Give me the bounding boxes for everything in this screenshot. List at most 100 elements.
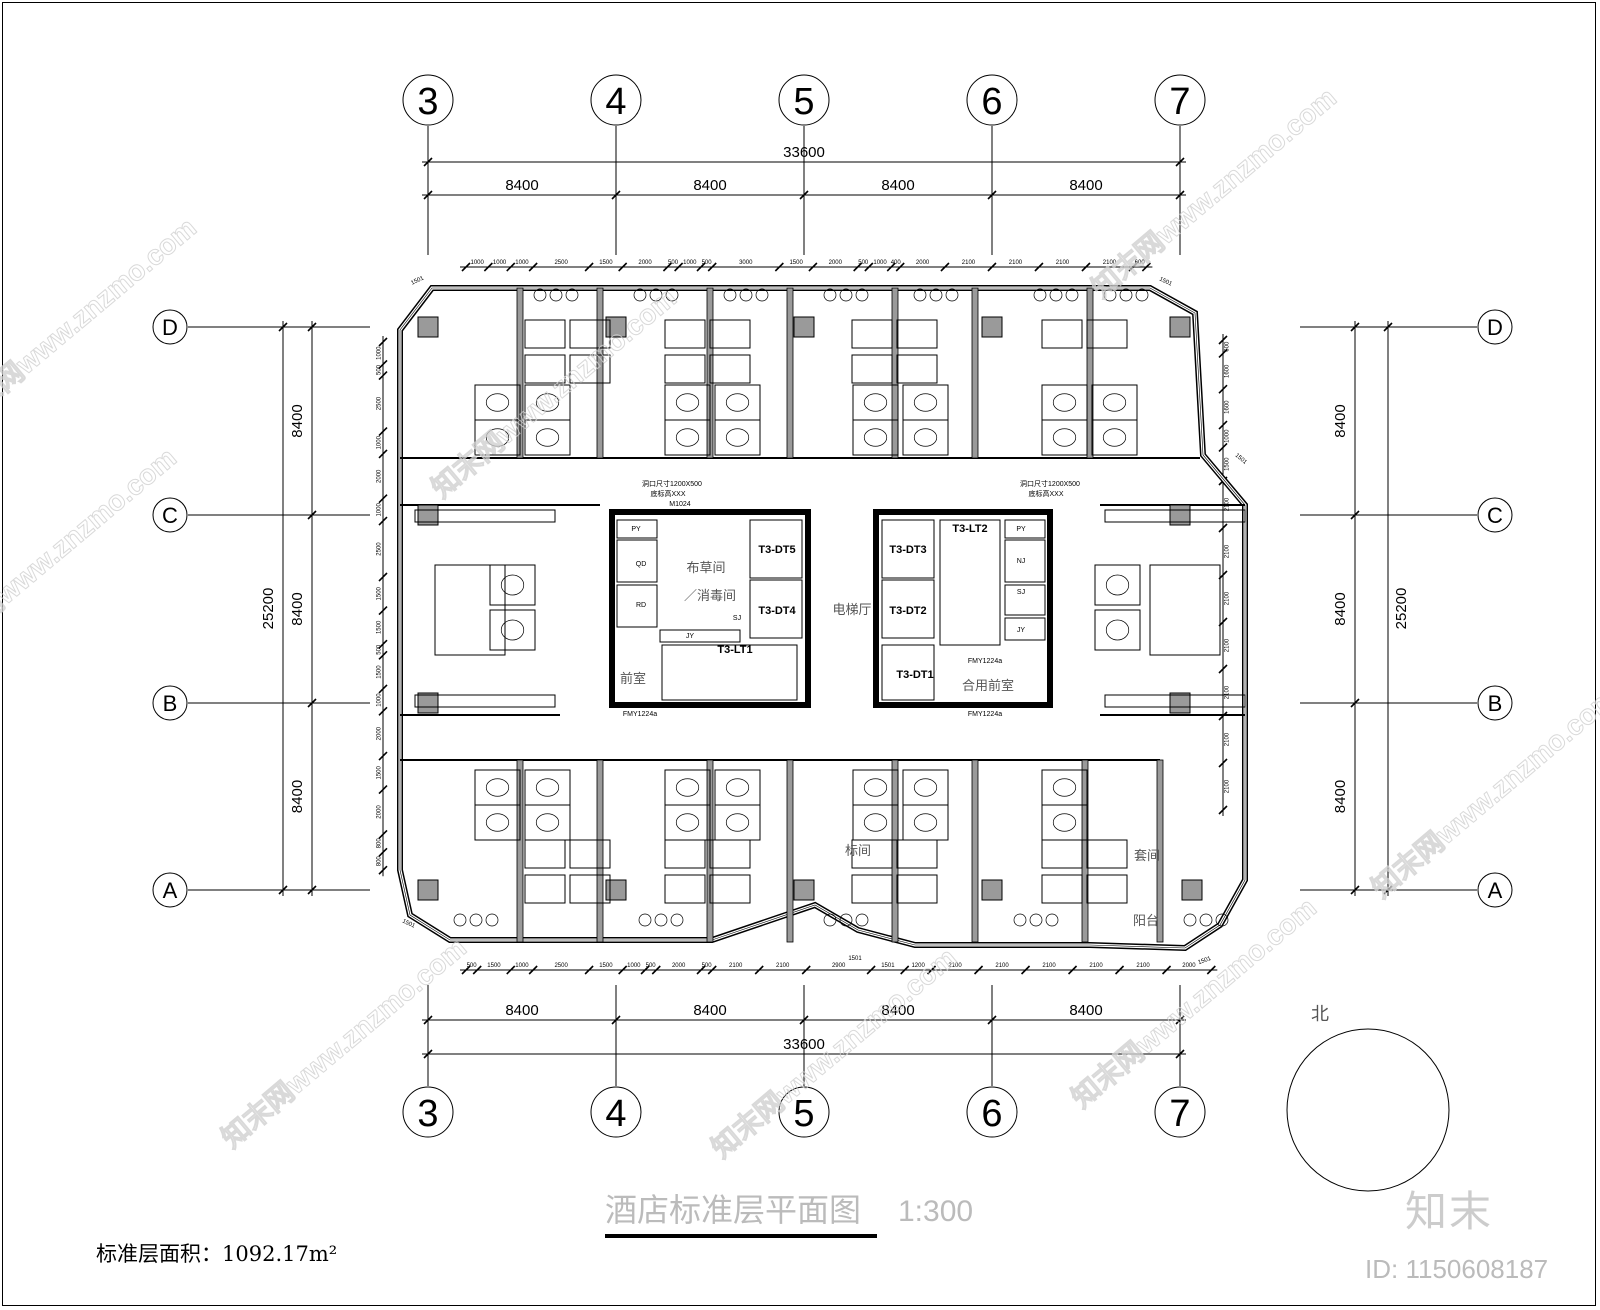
dimension-label: 2100: [1042, 963, 1056, 969]
core-label-lt1: T3-LT1: [717, 644, 752, 656]
chair-icon: [823, 913, 837, 927]
dim-tick: [1350, 698, 1360, 708]
door-tag: FMY1224a: [968, 711, 1002, 718]
dim-tick: [483, 262, 493, 272]
bathroom: [474, 769, 521, 806]
dim-tick: [640, 965, 650, 975]
dim-tick: [662, 262, 672, 272]
corner-dimension: 1501: [401, 919, 416, 930]
bed: [896, 874, 938, 904]
dim-tick: [307, 322, 317, 332]
chair-icon: [1199, 913, 1213, 927]
dim-tick: [674, 262, 684, 272]
dimension-label: 8400: [289, 404, 306, 437]
room-label-front_room: 前室: [620, 671, 646, 687]
chair-icon: [654, 913, 668, 927]
watermark: 知末网www.znzmo.com: [425, 281, 682, 504]
toilet-icon: [675, 393, 700, 412]
grid-bubble-7: [1154, 1086, 1206, 1138]
shaft-qd: [616, 539, 658, 583]
bed: [851, 874, 893, 904]
bed: [524, 874, 566, 904]
wardrobe: [1104, 509, 1246, 523]
structural-column: [417, 316, 439, 338]
grid-label-C: C: [162, 503, 178, 528]
dim-tick: [378, 449, 388, 459]
dimension-label: 2500: [554, 260, 568, 266]
toilet-icon: [913, 428, 938, 447]
dim-tick: [1175, 1015, 1185, 1025]
toilet-icon: [675, 778, 700, 797]
bed: [896, 354, 938, 384]
toilet-icon: [863, 778, 888, 797]
chair-icon: [649, 288, 663, 302]
structural-column: [1169, 692, 1191, 714]
chair-icon: [1215, 913, 1229, 927]
drawing-scale: 1:300: [898, 1195, 974, 1228]
dimension-label: 33600: [783, 144, 825, 161]
north-arrow-icon: [1333, 1036, 1410, 1190]
toilet-icon: [485, 393, 510, 412]
dimension-label: 2900: [832, 963, 846, 969]
dim-tick: [1218, 664, 1228, 674]
bathroom: [489, 564, 536, 606]
room-partition-wall: [786, 287, 794, 459]
dimension-label: 33600: [783, 1036, 825, 1053]
stair: [939, 519, 1001, 646]
dim-tick: [1114, 965, 1125, 975]
dimension-label: 8400: [693, 1002, 726, 1019]
dim-tick: [886, 262, 896, 272]
toilet-icon: [535, 393, 560, 412]
dim-tick: [707, 965, 717, 975]
elevator-shaft: [881, 519, 935, 579]
grid-bubble-D: [1477, 309, 1513, 345]
chair-icon: [855, 288, 869, 302]
grid-label-3: 3: [417, 81, 438, 123]
building-exterior-wall: [397, 285, 1248, 952]
shaft-label-jy: JY: [1017, 627, 1026, 634]
dimension-label: 1000: [1225, 429, 1231, 443]
door-tag: FMY1224a: [968, 658, 1002, 665]
dim-tick: [307, 698, 317, 708]
dimension-label: 2000: [377, 469, 383, 483]
bathroom: [902, 769, 949, 806]
elevator-shaft: [881, 579, 935, 639]
bed: [709, 354, 751, 384]
dimension-label: 8400: [1332, 404, 1349, 437]
dimension-label: 2100: [1225, 685, 1231, 699]
bathroom: [664, 804, 711, 841]
grid-bubble-3: [402, 1086, 454, 1138]
dim-tick: [1034, 262, 1044, 272]
wardrobe: [414, 694, 556, 708]
bed: [664, 319, 706, 349]
room-partition-wall: [596, 287, 604, 459]
toilet-icon: [535, 778, 560, 797]
chair-icon: [633, 288, 647, 302]
dim-tick: [378, 606, 388, 616]
dim-tick: [423, 157, 433, 167]
toilet-icon: [1052, 813, 1077, 832]
wardrobe: [1104, 694, 1246, 708]
toilet-icon: [913, 393, 938, 412]
room-label-standard_room: 标间: [845, 844, 871, 859]
chair-icon: [469, 913, 483, 927]
toilet-icon: [485, 813, 510, 832]
chair-icon: [670, 913, 684, 927]
building-exterior-wall-inner: [398, 286, 1247, 950]
dim-tick: [808, 262, 818, 272]
chair-icon: [723, 288, 737, 302]
bathroom: [524, 804, 571, 841]
grid-label-A: A: [1488, 878, 1503, 903]
bed: [851, 839, 893, 869]
bathroom: [1041, 419, 1088, 456]
dimension-label: 500: [702, 963, 713, 969]
bed: [569, 319, 611, 349]
dim-tick: [1350, 510, 1360, 520]
bathroom: [1091, 419, 1138, 456]
bathroom: [1041, 804, 1088, 841]
chair-icon: [913, 288, 927, 302]
dim-tick: [278, 885, 288, 895]
dim-tick: [853, 262, 863, 272]
grid-bubble-5: [778, 74, 830, 126]
